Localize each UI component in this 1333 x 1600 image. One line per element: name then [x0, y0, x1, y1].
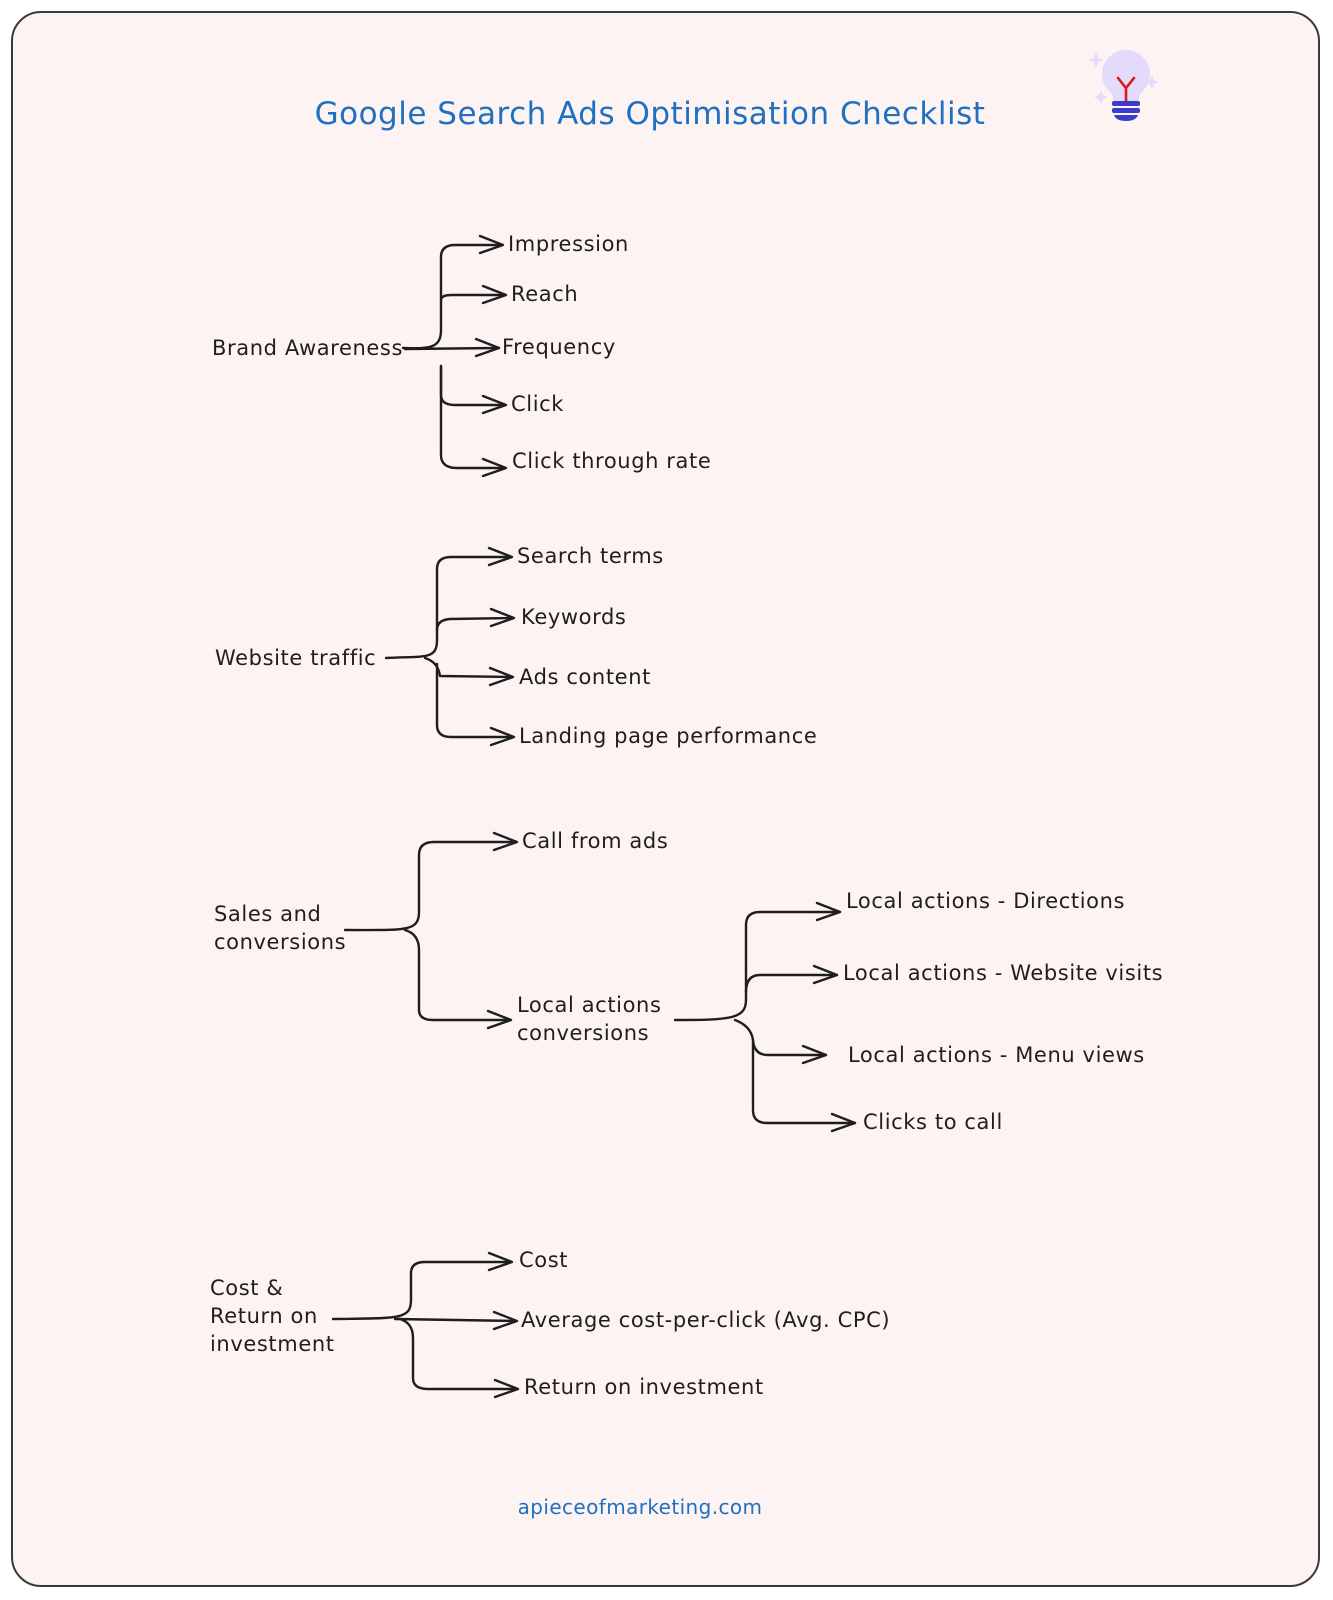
- group-local-actions-conversions: Local actions conversions Local actions …: [517, 889, 1163, 1134]
- group-cost-and-roi: Cost & Return on investment Cost Average…: [210, 1248, 890, 1399]
- child-cost: Cost: [519, 1248, 568, 1272]
- root-website-traffic: Website traffic: [215, 646, 376, 670]
- child-ads-content: Ads content: [519, 665, 651, 689]
- child-frequency: Frequency: [502, 335, 616, 359]
- child-reach: Reach: [511, 282, 578, 306]
- child-average-cpc: Average cost-per-click (Avg. CPC): [521, 1308, 890, 1332]
- child-search-terms: Search terms: [517, 544, 664, 568]
- child-local-actions-website-visits: Local actions - Website visits: [843, 961, 1163, 985]
- child-click: Click: [511, 392, 564, 416]
- footer-website-link[interactable]: apieceofmarketing.com: [518, 1495, 763, 1519]
- root-brand-awareness: Brand Awareness: [212, 336, 403, 360]
- child-impression: Impression: [508, 232, 629, 256]
- page-title: Google Search Ads Optimisation Checklist: [315, 96, 986, 132]
- checklist-card: [11, 11, 1320, 1587]
- group-sales-and-conversions: Sales and conversions Call from ads: [214, 829, 668, 1030]
- child-local-actions-menu-views: Local actions - Menu views: [848, 1043, 1145, 1067]
- child-keywords: Keywords: [521, 605, 626, 629]
- child-clicks-to-call: Clicks to call: [863, 1110, 1003, 1134]
- child-call-from-ads: Call from ads: [522, 829, 668, 853]
- child-local-actions-directions: Local actions - Directions: [846, 889, 1125, 913]
- lightbulb-icon: [1088, 50, 1159, 121]
- child-landing-page-performance: Landing page performance: [519, 724, 817, 748]
- root-sales-and-conversions: Sales and conversions: [214, 902, 346, 954]
- child-return-on-investment: Return on investment: [524, 1375, 764, 1399]
- group-website-traffic: Website traffic Search terms Keywords Ad…: [215, 544, 817, 748]
- group-brand-awareness: Brand Awareness Impression Reach Frequen…: [212, 232, 711, 478]
- node-local-actions-conversions: Local actions conversions: [517, 993, 669, 1045]
- root-cost-and-roi: Cost & Return on investment: [210, 1276, 335, 1356]
- child-click-through-rate: Click through rate: [512, 449, 711, 473]
